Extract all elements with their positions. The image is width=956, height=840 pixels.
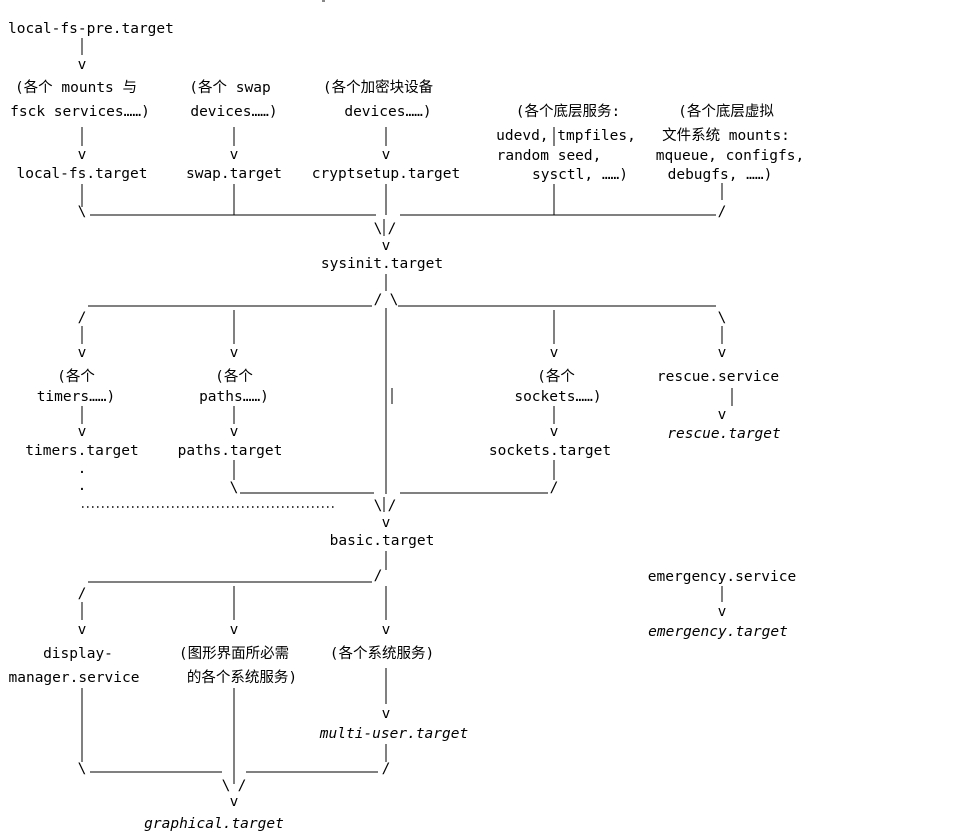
node-virtual-fs-mounts: 文件系统 mounts: [662, 127, 790, 144]
node-crypt-devices: (各个加密块设备 [323, 79, 434, 96]
slash: / [78, 586, 87, 602]
node-paths: (各个 [215, 368, 253, 385]
arrow-head: v [230, 345, 239, 361]
slash: / [374, 568, 383, 584]
arrow-head: v [78, 57, 87, 73]
node-low-level-services: (各个底层服务: [516, 103, 620, 120]
arrow-head: v [78, 345, 87, 361]
node-virtual-fs-mounts: mqueue, configfs, [656, 148, 804, 164]
node-gui-services: (图形界面所必需 [179, 645, 289, 662]
node-timers-target: timers.target [25, 443, 139, 459]
node-emergency-service: emergency.service [648, 569, 796, 585]
arrow-head: v [230, 794, 239, 810]
node-swap-devices: devices……) [190, 104, 277, 120]
node-timers: (各个 [57, 368, 95, 385]
slash: / [718, 204, 727, 220]
node-sockets-target: sockets.target [489, 443, 611, 459]
node-swap-devices: (各个 swap [189, 79, 270, 96]
node-local-fs-target: local-fs.target [17, 166, 148, 182]
arrow-head: v [78, 424, 87, 440]
arrow-head: v [230, 622, 239, 638]
node-cryptsetup-target: cryptsetup.target [312, 166, 460, 182]
arrow-head: v [550, 345, 559, 361]
node-timers: timers……) [37, 389, 116, 405]
slash: / [78, 310, 87, 326]
arrow-head: v [230, 147, 239, 163]
node-sysinit-target: sysinit.target [321, 256, 443, 272]
arrow-head: v [382, 706, 391, 722]
backslash: \ [222, 778, 231, 794]
node-swap-target: swap.target [186, 166, 282, 182]
node-labels: local-fs-pre.target (各个 mounts 与 fsck se… [8, 21, 804, 832]
slash: / [374, 292, 383, 308]
node-rescue-service: rescue.service [657, 369, 779, 385]
arrow-head: v [382, 622, 391, 638]
node-virtual-fs-mounts: debugfs, ……) [668, 167, 773, 183]
node-mounts-fsck: fsck services……) [10, 104, 150, 120]
node-sockets: sockets……) [514, 389, 601, 405]
slash: / [550, 480, 559, 496]
backslash: \ [230, 480, 239, 496]
backslash: \ [718, 310, 727, 326]
arrow-head: v [718, 345, 727, 361]
node-low-level-services: udevd, tmpfiles, [496, 128, 636, 144]
node-display-manager-service: manager.service [9, 670, 140, 686]
dot: . [78, 461, 87, 477]
arrow-head: v [78, 622, 87, 638]
backslash: \ [78, 761, 87, 777]
arrow-head: v [718, 407, 727, 423]
arrow-head: v [78, 147, 87, 163]
node-display-manager-service: display- [43, 646, 113, 662]
node-local-fs-pre-target: local-fs-pre.target [8, 21, 174, 37]
arrow-head: v [382, 238, 391, 254]
node-rescue-target: rescue.target [667, 426, 781, 442]
node-sockets: (各个 [537, 368, 575, 385]
node-crypt-devices: devices……) [344, 104, 431, 120]
backslash: \ [78, 204, 87, 220]
backslash: \ [390, 292, 399, 308]
connector-glyphs: v v v v \ / \ / v / \ / \ v v v v v v v … [78, 57, 727, 810]
backslash: \ [374, 498, 383, 514]
arrow-head: v [718, 604, 727, 620]
connector-lines [81, 38, 733, 784]
arrow-head: v [382, 515, 391, 531]
node-basic-target: basic.target [330, 533, 435, 549]
slash: / [388, 498, 397, 514]
node-paths-target: paths.target [178, 443, 283, 459]
slash: / [238, 778, 247, 794]
dot: . [78, 478, 87, 494]
node-system-services: (各个系统服务) [330, 645, 434, 662]
backslash: \ [374, 221, 383, 237]
node-virtual-fs-mounts: (各个底层虚拟 [678, 103, 774, 120]
node-multi-user-target: multi-user.target [319, 726, 468, 742]
arrow-head: v [230, 424, 239, 440]
node-emergency-target: emergency.target [648, 624, 788, 640]
slash: / [382, 761, 391, 777]
arrow-head: v [550, 424, 559, 440]
node-paths: paths……) [199, 389, 269, 405]
node-low-level-services: random seed, [497, 148, 602, 164]
slash: / [388, 221, 397, 237]
node-low-level-services: sysctl, ……) [532, 167, 628, 183]
node-gui-services: 的各个系统服务) [187, 669, 297, 686]
node-mounts-fsck: (各个 mounts 与 [15, 79, 137, 96]
arrow-head: v [382, 147, 391, 163]
top-edge-mark [322, 0, 325, 2]
node-graphical-target: graphical.target [144, 816, 284, 832]
